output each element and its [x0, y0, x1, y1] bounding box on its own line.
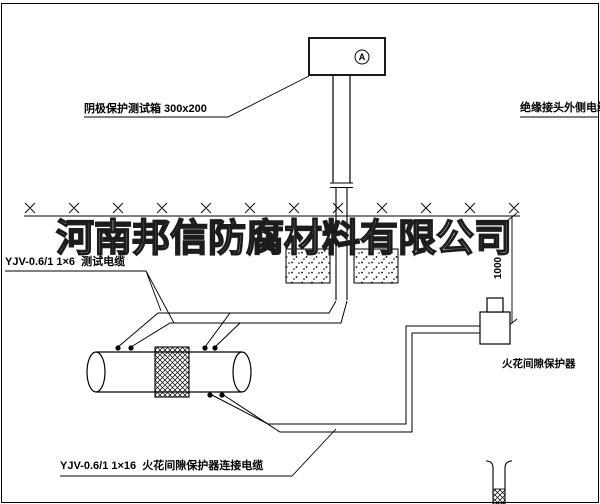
concrete-block-right — [353, 248, 399, 284]
ground-hatch-marks — [24, 202, 520, 214]
test-box-leader-line — [84, 75, 310, 118]
spark-gap-protector-cap — [486, 297, 504, 313]
spark-cable-wire-1 — [209, 325, 481, 425]
label-test-box: 阴极保护测试箱 300x200 — [84, 103, 207, 115]
terminal-dot — [207, 392, 213, 398]
pipe-end-left — [86, 351, 106, 393]
pipe-end-right — [232, 351, 252, 393]
ammeter-letter: A — [358, 52, 366, 62]
riser-break-symbol — [330, 182, 353, 188]
label-test-cable: YJV-0.6/1 1×6 测试电缆 — [5, 256, 126, 268]
spark-cable-leader-line — [60, 428, 337, 477]
ammeter-circle — [354, 49, 370, 65]
riser-pipe-upper — [332, 75, 351, 183]
spark-gap-protector-body — [479, 311, 511, 345]
terminal-dot — [212, 345, 218, 351]
test-cable-wire-1 — [117, 300, 337, 348]
terminal-dot — [115, 345, 121, 351]
test-cable-wire-2 — [130, 300, 348, 348]
test-box-outline — [308, 37, 386, 76]
test-cable-leader-line — [5, 270, 175, 324]
pipe-stub-symbol — [485, 460, 513, 504]
terminal-dot — [202, 345, 208, 351]
insulating-joint — [154, 346, 190, 398]
test-cable-branch-wires — [204, 312, 241, 348]
spark-cable-wire-2 — [221, 332, 481, 433]
label-spark-gap-protector: 火花间隙保护器 — [502, 358, 576, 370]
dimension-line-1000 — [506, 212, 518, 328]
terminal-dot — [128, 345, 134, 351]
terminal-dot — [219, 392, 225, 398]
dimension-text-1000: 1000 — [493, 256, 504, 280]
label-outer-cable: 绝缘接头外侧电缆 — [520, 102, 600, 114]
label-spark-gap-cable: YJV-0.6/1 1×16 火花间隙保护器连接电缆 — [60, 460, 264, 472]
pipe-stub-hatch — [492, 488, 506, 504]
concrete-block-left — [285, 248, 331, 284]
